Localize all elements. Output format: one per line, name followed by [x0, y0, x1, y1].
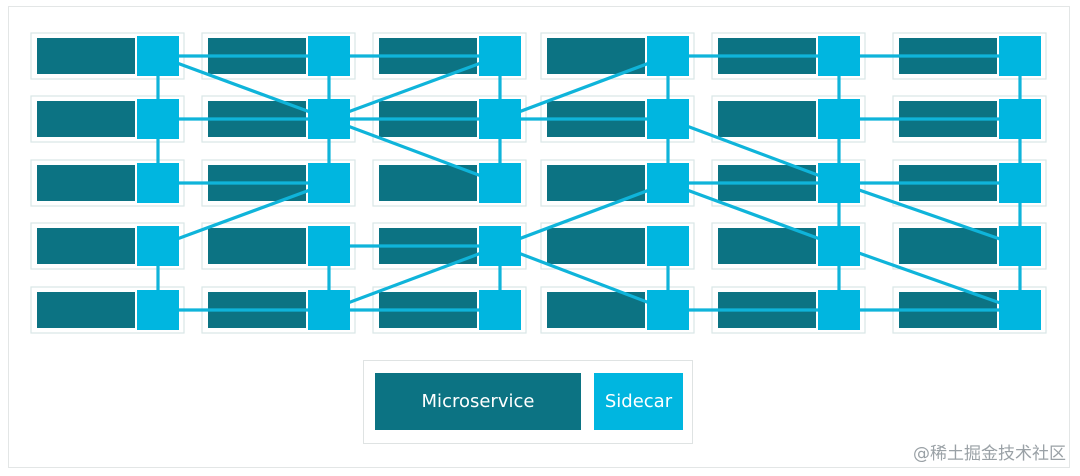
sidecar-2-4	[479, 290, 521, 330]
sidecar-0-0	[137, 36, 179, 76]
sidecar-0-1	[137, 99, 179, 139]
sidecar-2-0	[479, 36, 521, 76]
legend-sidecar: Sidecar	[594, 373, 683, 430]
microservice-2-2	[379, 165, 477, 201]
sidecar-3-0	[647, 36, 689, 76]
sidecar-0-4	[137, 290, 179, 330]
microservice-0-0	[37, 38, 135, 74]
sidecar-4-3	[818, 226, 860, 266]
sidecar-1-1	[308, 99, 350, 139]
mesh-link-39	[498, 54, 670, 121]
mesh-link-40	[666, 117, 841, 185]
sidecar-3-2	[647, 163, 689, 203]
sidecar-1-0	[308, 36, 350, 76]
sidecar-5-1	[999, 99, 1041, 139]
sidecar-5-0	[999, 36, 1041, 76]
mesh-link-45	[666, 181, 841, 248]
microservice-3-4	[547, 292, 645, 328]
sidecar-0-3	[137, 226, 179, 266]
microservice-3-3	[547, 228, 645, 264]
service-mesh-diagram	[30, 32, 1047, 334]
mesh-link-43	[327, 244, 502, 312]
microservice-4-3	[718, 228, 816, 264]
microservice-0-1	[37, 101, 135, 137]
mesh-link-38	[327, 54, 502, 121]
sidecar-1-3	[308, 226, 350, 266]
microservice-0-2	[37, 165, 135, 201]
legend-microservice: Microservice	[375, 373, 581, 430]
sidecar-4-2	[818, 163, 860, 203]
watermark: @稀土掘金技术社区	[913, 444, 1066, 464]
mesh-link-41	[156, 181, 331, 248]
microservice-3-0	[547, 38, 645, 74]
sidecar-2-2	[479, 163, 521, 203]
microservice-4-1	[718, 101, 816, 137]
sidecar-2-1	[479, 99, 521, 139]
mesh-link-42	[498, 181, 670, 248]
sidecar-4-1	[818, 99, 860, 139]
sidecar-3-3	[647, 226, 689, 266]
sidecar-4-4	[818, 290, 860, 330]
sidecar-5-2	[999, 163, 1041, 203]
microservice-1-3	[208, 228, 306, 264]
mesh-link-37	[327, 117, 502, 185]
sidecar-5-3	[999, 226, 1041, 266]
microservice-0-4	[37, 292, 135, 328]
sidecar-1-4	[308, 290, 350, 330]
mesh-link-47	[837, 244, 1022, 312]
sidecar-1-2	[308, 163, 350, 203]
microservice-0-3	[37, 228, 135, 264]
sidecar-4-0	[818, 36, 860, 76]
mesh-link-46	[837, 181, 1022, 248]
mesh-link-44	[498, 244, 670, 312]
sidecar-3-1	[647, 99, 689, 139]
sidecar-0-2	[137, 163, 179, 203]
sidecar-2-3	[479, 226, 521, 266]
mesh-link-36	[156, 54, 331, 121]
diagram-frame	[8, 6, 1070, 468]
sidecar-3-4	[647, 290, 689, 330]
microservice-3-2	[547, 165, 645, 201]
sidecar-5-4	[999, 290, 1041, 330]
